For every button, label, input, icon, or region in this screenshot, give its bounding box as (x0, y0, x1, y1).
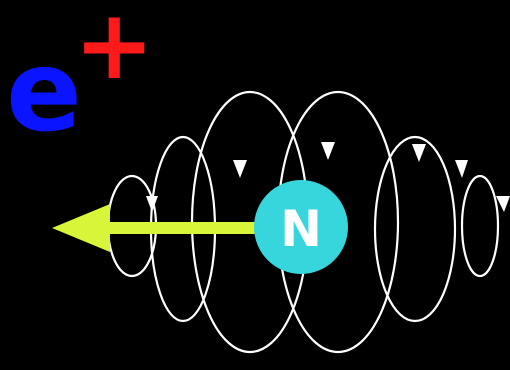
positron-letter: e (6, 27, 82, 157)
velocity-arrow-shaft (104, 222, 274, 234)
positron-charge-sign: + (74, 0, 154, 101)
nucleus: N (254, 180, 348, 274)
nucleus-label: N (280, 200, 322, 258)
